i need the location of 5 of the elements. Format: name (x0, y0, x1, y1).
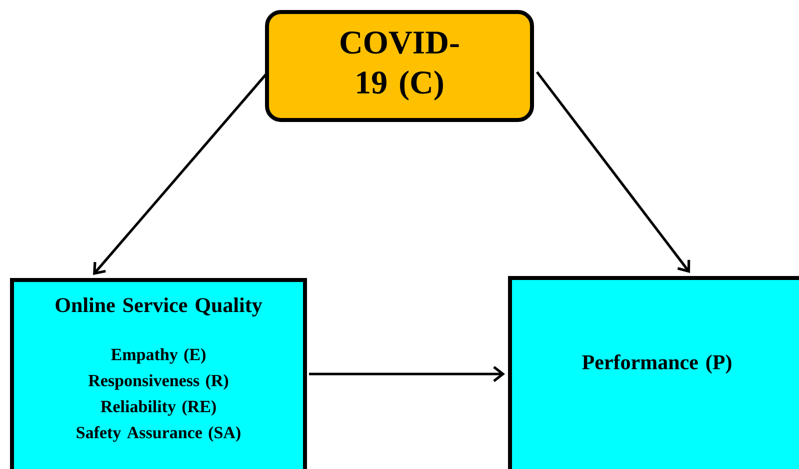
process-box: Online Service Quality Empathy (E) Responsiveness (R) Reliability (RE) Safety Assurance (SA) (10, 278, 307, 469)
process-box: Performance (P) (508, 276, 799, 469)
arrow (309, 366, 506, 382)
rounded-box: COVID-19 (C) (265, 10, 534, 122)
arrow (536, 71, 690, 273)
